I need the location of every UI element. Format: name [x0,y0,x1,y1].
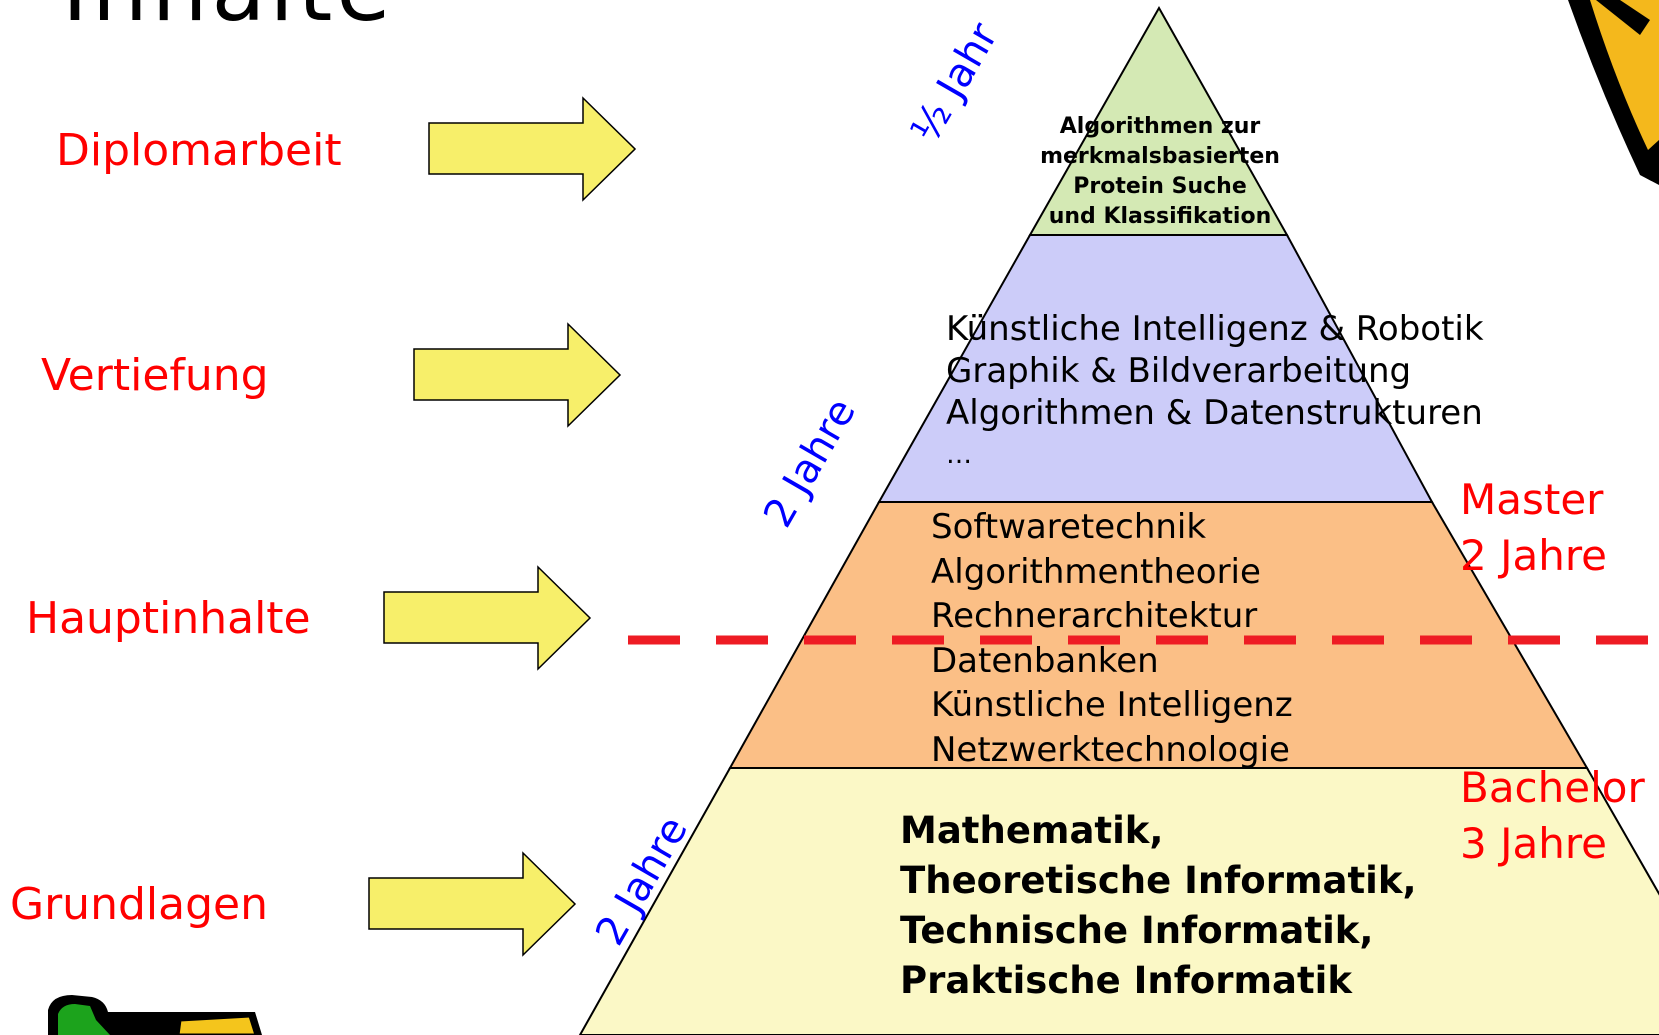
base-layer-text: Mathematik, Theoretische Informatik, Tec… [900,806,1417,1006]
arrow-grundlagen [368,851,577,957]
arrow-vertiefung [413,322,622,428]
middle-layer-text: Softwaretechnik Algorithmentheorie Rechn… [931,505,1293,772]
top-layer-text: Algorithmen zur merkmalsbasierten Protei… [1020,112,1300,232]
base-layer-line: Technische Informatik, [900,909,1374,952]
top-layer-line: Algorithmen zur [1059,114,1261,139]
upper-layer-text: Künstliche Intelligenz & Robotik Graphik… [946,308,1484,476]
top-layer-line: Protein Suche [1073,174,1247,199]
clipart-top-right [1568,0,1659,185]
base-layer-line: Mathematik, [900,809,1164,852]
base-layer-line: Praktische Informatik [900,959,1352,1002]
middle-layer-line: Algorithmentheorie [931,551,1261,592]
clipart-bottom-left [48,995,262,1035]
master-title: Master [1460,475,1604,524]
page-title: Inhalte [62,0,395,41]
label-diplomarbeit: Diplomarbeit [56,125,342,176]
master-label: Master 2 Jahre [1460,472,1607,584]
upper-layer-line: Graphik & Bildverarbeitung [946,351,1412,391]
upper-layer-line: … [946,440,972,470]
middle-layer-line: Datenbanken [931,640,1159,681]
base-layer-line: Theoretische Informatik, [900,859,1417,902]
label-hauptinhalte: Hauptinhalte [26,593,311,644]
pyramid-base-layer [578,767,1659,1035]
middle-layer-line: Künstliche Intelligenz [931,685,1293,725]
label-vertiefung: Vertiefung [41,350,269,401]
top-layer-line: merkmalsbasierten [1040,144,1280,169]
bachelor-label: Bachelor 3 Jahre [1460,760,1645,872]
arrow-diplomarbeit [428,96,637,202]
master-duration: 2 Jahre [1460,531,1607,580]
top-layer-line: und Klassifikation [1048,204,1272,229]
arrow-hauptinhalte [383,565,592,671]
upper-layer-line: Algorithmen & Datenstrukturen [946,393,1483,433]
middle-layer-line: Softwaretechnik [931,507,1207,547]
upper-layer-line: Künstliche Intelligenz & Robotik [946,309,1484,349]
middle-layer-line: Rechnerarchitektur [931,596,1258,636]
middle-layer-line: Netzwerktechnologie [931,729,1290,770]
bachelor-duration: 3 Jahre [1460,819,1607,868]
bachelor-title: Bachelor [1460,763,1645,812]
label-grundlagen: Grundlagen [10,879,268,930]
